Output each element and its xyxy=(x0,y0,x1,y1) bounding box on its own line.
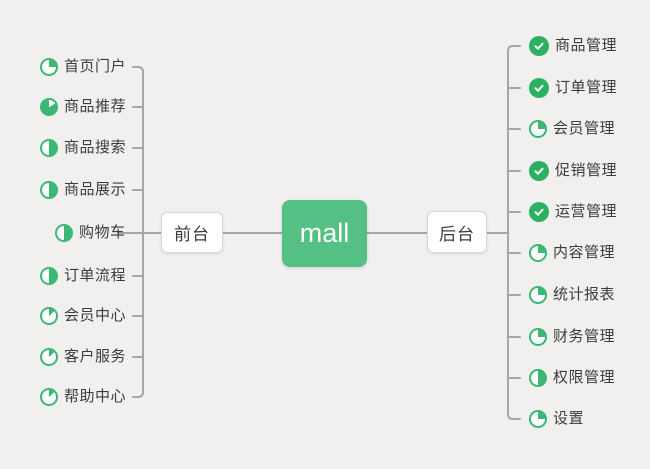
node-label: 商品搜索 xyxy=(64,139,127,156)
branch-item[interactable]: 权限管理 xyxy=(529,367,615,389)
check-icon xyxy=(529,36,549,56)
node-label: 帮助中心 xyxy=(64,388,127,405)
branch-item[interactable]: 商品搜索 xyxy=(40,137,126,159)
node-label: 商品推荐 xyxy=(64,98,127,115)
progress-50-icon xyxy=(40,139,58,157)
branch-item[interactable]: 设置 xyxy=(529,408,584,430)
progress-83-icon xyxy=(40,98,58,116)
progress-50-icon xyxy=(529,369,547,387)
node-label: 购物车 xyxy=(79,224,126,241)
progress-25-icon xyxy=(529,244,547,262)
node-label: 统计报表 xyxy=(553,286,616,303)
branch-item[interactable]: 商品展示 xyxy=(40,179,126,201)
branch-item[interactable]: 会员中心 xyxy=(40,305,126,327)
branch-item[interactable]: 财务管理 xyxy=(529,326,615,348)
node-label: 财务管理 xyxy=(553,328,616,345)
node-label: 会员管理 xyxy=(553,120,616,137)
branch-item[interactable]: 内容管理 xyxy=(529,242,615,264)
node-label: 会员中心 xyxy=(64,307,127,324)
branch-item[interactable]: 帮助中心 xyxy=(40,386,126,408)
node-label: 客户服务 xyxy=(64,348,127,365)
branch-node-frontend[interactable]: 前台 xyxy=(161,212,223,253)
progress-25-icon xyxy=(529,286,547,304)
node-label: 设置 xyxy=(553,410,585,427)
branch-node-backend[interactable]: 后台 xyxy=(427,211,487,253)
node-label: 促销管理 xyxy=(555,162,618,179)
check-icon xyxy=(529,202,549,222)
progress-25-icon xyxy=(529,328,547,346)
node-label: 运营管理 xyxy=(555,203,618,220)
root-node[interactable]: mall xyxy=(282,200,367,267)
branch-item[interactable]: 订单管理 xyxy=(529,77,617,99)
node-label: 权限管理 xyxy=(553,369,616,386)
node-label: 订单管理 xyxy=(555,79,618,96)
branch-label: 前台 xyxy=(174,225,210,244)
branch-item[interactable]: 商品管理 xyxy=(529,35,617,57)
branch-item[interactable]: 客户服务 xyxy=(40,346,126,368)
node-label: 内容管理 xyxy=(553,244,616,261)
progress-12-icon xyxy=(40,388,58,406)
progress-50-icon xyxy=(40,267,58,285)
branch-item[interactable]: 订单流程 xyxy=(40,265,126,287)
progress-50-icon xyxy=(40,181,58,199)
branch-label: 后台 xyxy=(439,224,475,244)
check-icon xyxy=(529,78,549,98)
progress-25-icon xyxy=(40,58,58,76)
branch-item[interactable]: 统计报表 xyxy=(529,284,615,306)
branch-item[interactable]: 购物车 xyxy=(55,222,126,244)
node-label: 商品管理 xyxy=(555,37,618,54)
root-label: mall xyxy=(299,218,350,248)
progress-50-icon xyxy=(55,224,73,242)
branch-item[interactable]: 商品推荐 xyxy=(40,96,126,118)
node-label: 商品展示 xyxy=(64,181,127,198)
progress-25-icon xyxy=(529,120,547,138)
branch-item[interactable]: 首页门户 xyxy=(40,56,126,78)
node-label: 首页门户 xyxy=(64,58,127,75)
progress-25-icon xyxy=(529,410,547,428)
progress-12-icon xyxy=(40,348,58,366)
branch-item[interactable]: 促销管理 xyxy=(529,160,617,182)
progress-12-icon xyxy=(40,307,58,325)
branch-item[interactable]: 运营管理 xyxy=(529,201,617,223)
node-label: 订单流程 xyxy=(64,267,127,284)
branch-item[interactable]: 会员管理 xyxy=(529,118,615,140)
check-icon xyxy=(529,161,549,181)
